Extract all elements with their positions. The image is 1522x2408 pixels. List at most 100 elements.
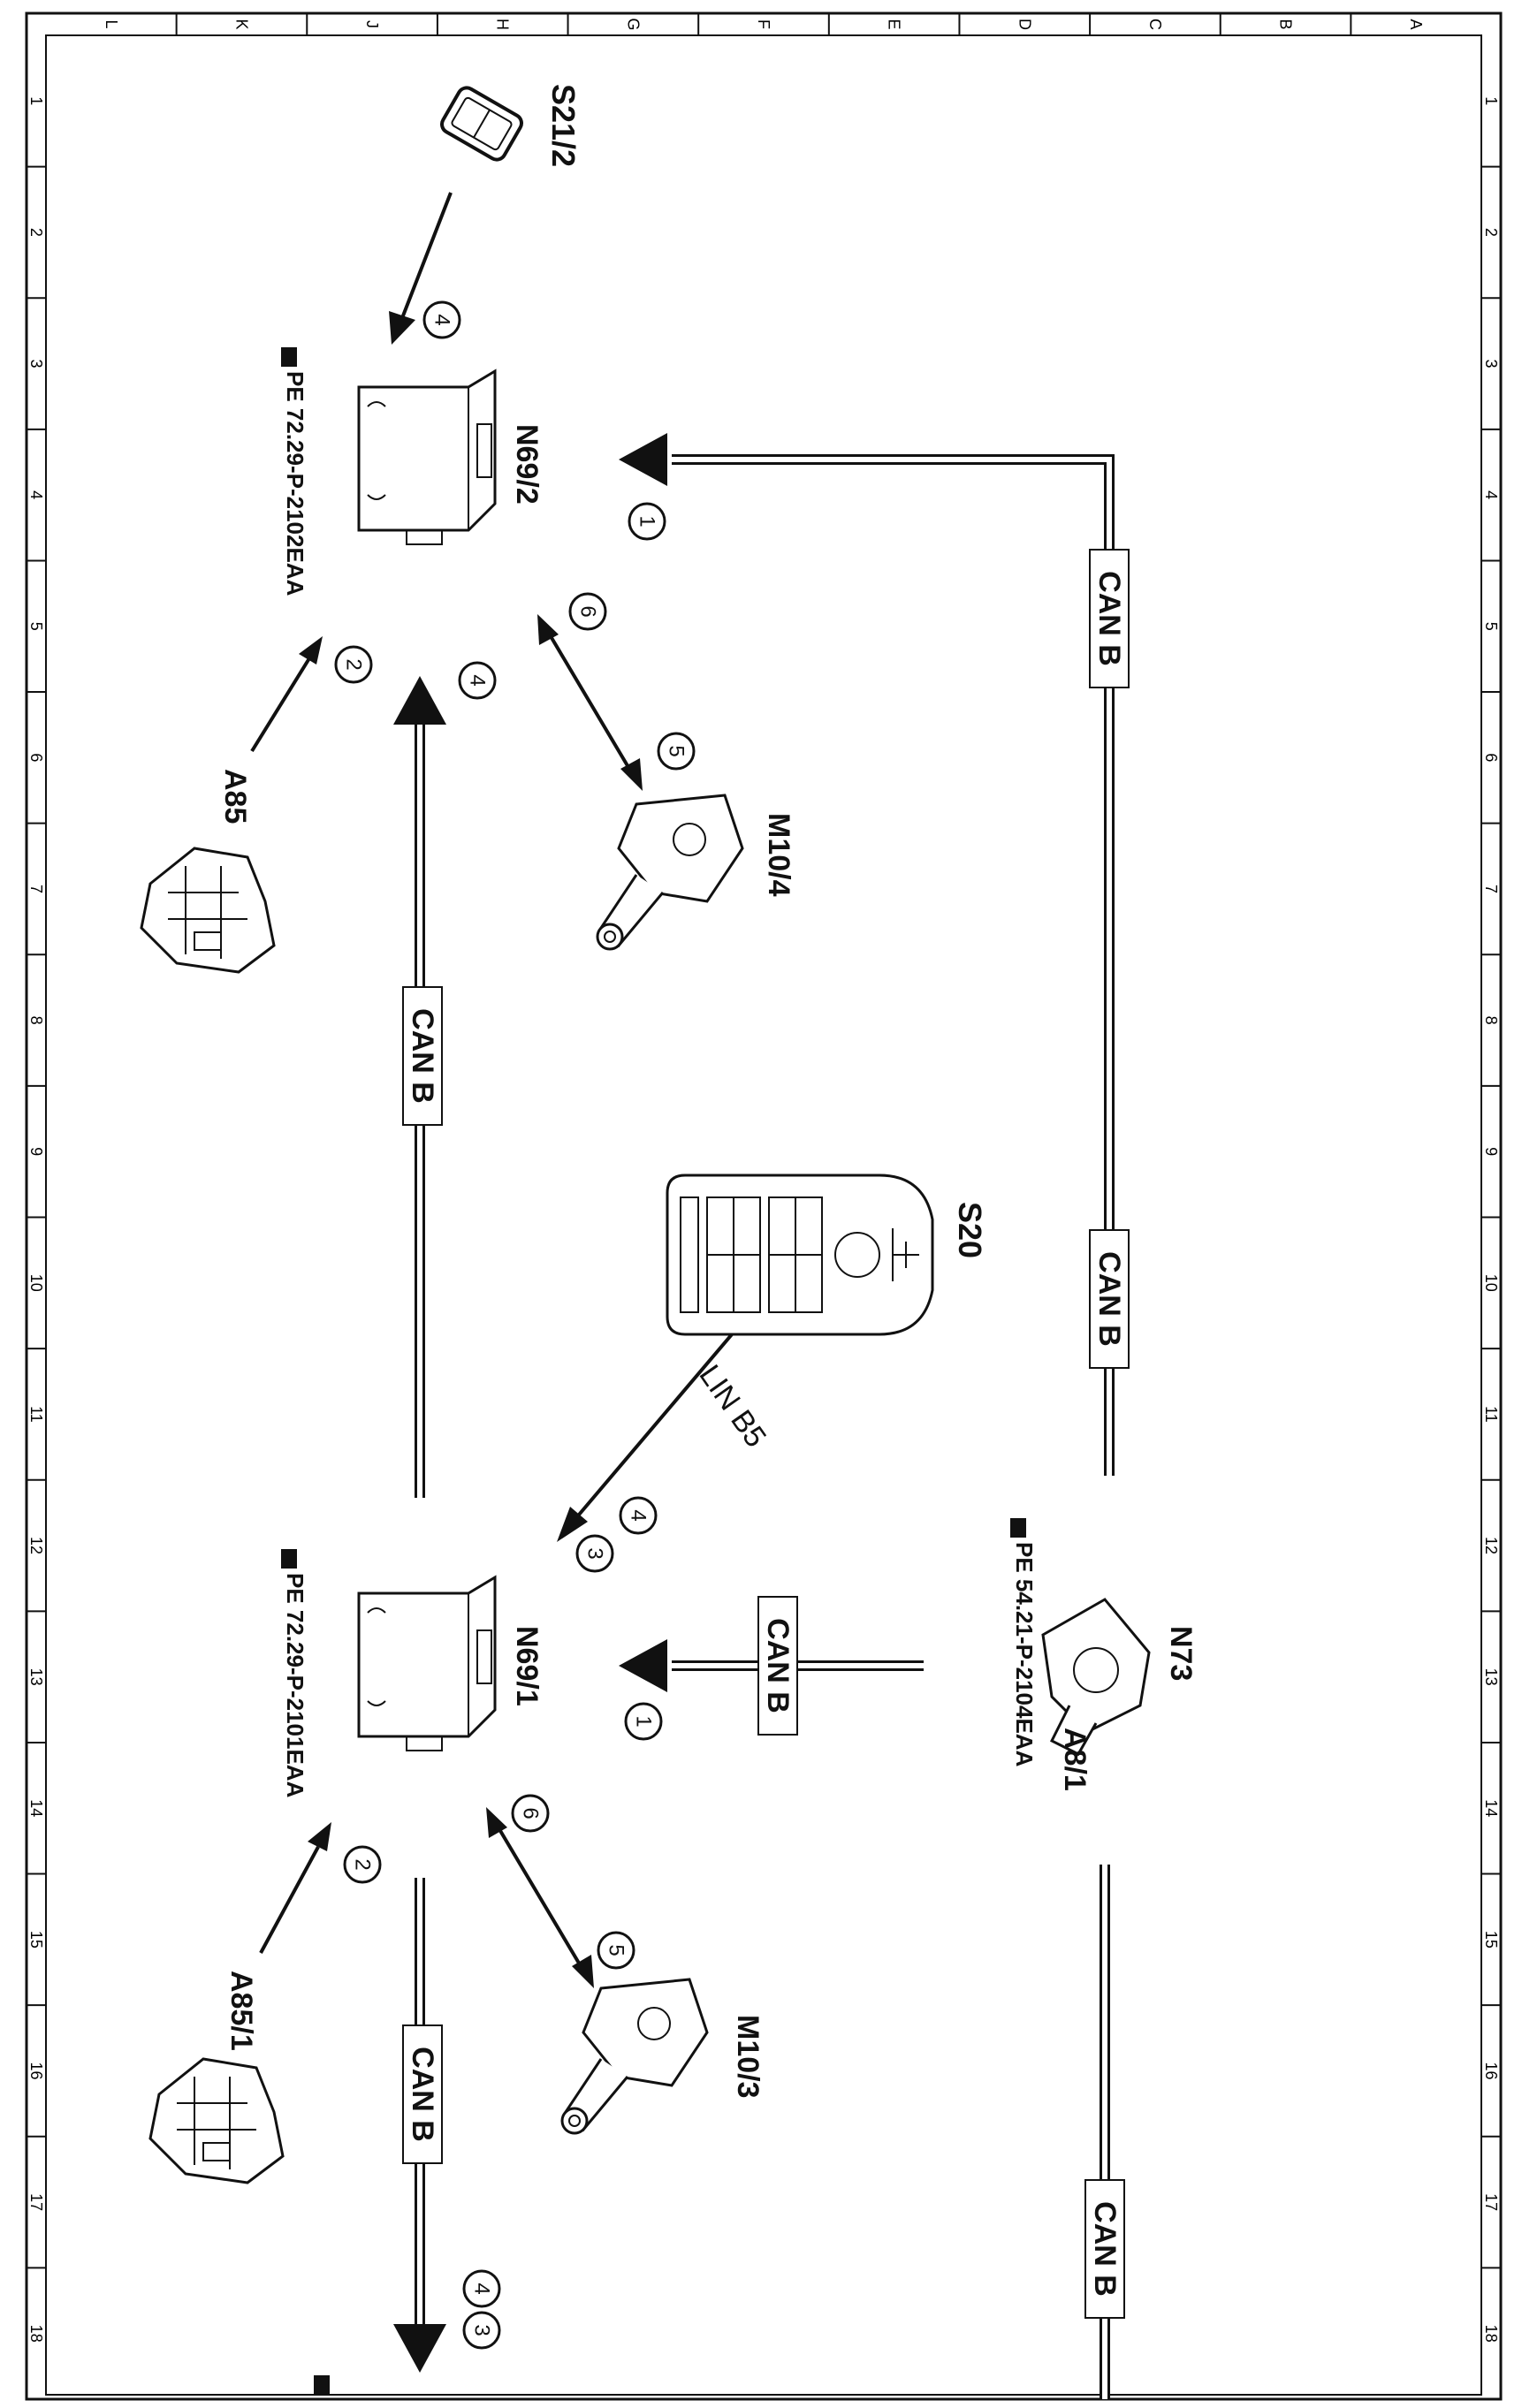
svg-text:5: 5 [605,1944,628,1956]
step-6-n69-2: 6 [568,592,607,631]
step-3-bottom: 3 [462,2311,501,2350]
column-label: C [1146,19,1164,30]
column-label: F [755,19,772,29]
svg-text:2: 2 [342,658,366,670]
column-label: K [232,19,250,29]
svg-text:4: 4 [627,1509,651,1521]
row-label-right: 18 [1482,2325,1500,2343]
row-label-right: 13 [1482,1668,1500,1686]
n69-2-module-icon [357,368,497,545]
can-b-label-4: CAN B [757,1596,798,1736]
svg-text:6: 6 [519,1807,543,1819]
row-label-left: 10 [27,1274,45,1292]
step-4-n69-2-bus: 4 [458,661,497,700]
column-label: A [1407,19,1425,29]
step-3-lin: 3 [575,1534,614,1573]
row-label-right: 6 [1482,753,1500,762]
a85-1-label: A85/1 [224,1971,258,2051]
n69-2-ref: PE 72.29-P-2102EAA [282,371,308,596]
inner-frame [45,34,1482,2396]
row-label-left: 4 [27,490,45,499]
arrow-s21-2-to-n69-2 [400,192,453,319]
outer-frame [25,11,1503,2401]
row-label-left: 5 [27,622,45,631]
row-label-right: 15 [1482,1931,1500,1948]
book-reference-icon [281,347,1026,2395]
svg-text:2: 2 [351,1858,375,1870]
svg-text:CAN B: CAN B [1092,1251,1126,1347]
m10-4-label: M10/4 [762,813,795,897]
row-label-left: 8 [27,1016,45,1025]
row-label-right: 17 [1482,2193,1500,2211]
column-label: G [624,18,642,30]
svg-text:6: 6 [576,605,600,617]
step-4-top: 4 [422,300,461,339]
row-label-left: 1 [27,96,45,105]
can-b-label-2: CAN B [1089,1229,1130,1369]
row-label-left: 3 [27,360,45,368]
column-label: E [886,19,903,29]
m10-4-motor-icon [596,794,744,951]
m10-3-label: M10/3 [731,2015,765,2099]
row-label-right: 2 [1482,228,1500,237]
row-label-left: 11 [27,1406,45,1423]
n73-ref: PE 54.21-P-2104EAA [1011,1542,1038,1767]
row-label-left: 12 [27,1537,45,1554]
row-label-right: 4 [1482,490,1500,499]
svg-text:3: 3 [470,2324,494,2336]
column-label: H [494,19,512,30]
svg-text:CAN B: CAN B [406,1008,439,1104]
lin-b5-arrowhead [557,1507,588,1542]
row-label-left: 13 [27,1668,45,1686]
lin-b5-line [573,1315,749,1522]
arrow-n69-1-m10-3 [495,1823,585,1972]
column-label: D [1016,19,1033,30]
row-label-left: 17 [27,2193,45,2211]
svg-text:CAN B: CAN B [406,2047,439,2142]
arrow-down-can-b [393,2324,446,2373]
arrow-to-n69-2-top [619,433,667,486]
column-label: B [1277,19,1295,29]
row-label-right: 10 [1482,1274,1500,1292]
step-4-lin: 4 [619,1496,658,1535]
svg-text:CAN B: CAN B [761,1618,795,1713]
step-2-n69-1: 2 [343,1845,382,1884]
can-b-label-5: CAN B [402,2024,443,2164]
arrow-n69-2-m10-4 [546,630,634,775]
s20-switch-panel-icon [666,1174,934,1336]
svg-text:4: 4 [430,314,454,325]
n73-label: N73 [1164,1626,1198,1681]
a85-label: A85 [218,769,252,824]
can-b-label-1: CAN B [1089,549,1130,688]
s21-2-label: S21/2 [545,84,582,167]
n69-1-module-icon [357,1575,497,1751]
a8-1-label: A8/1 [1058,1728,1092,1791]
row-label-left: 18 [27,2325,45,2343]
svg-text:1: 1 [632,1715,656,1727]
arrow-to-n69-1-top [619,1639,667,1692]
row-label-left: 16 [27,2062,45,2079]
n69-1-label: N69/1 [510,1626,544,1706]
row-label-right: 1 [1482,96,1500,105]
step-4-bottom: 4 [462,2269,501,2308]
lin-b5-label: LIN B5 [692,1359,772,1454]
a85-1-latch-icon [148,2057,285,2184]
row-label-left: 6 [27,753,45,762]
row-label-right: 8 [1482,1016,1500,1025]
row-label-right: 7 [1482,885,1500,893]
step-5-m10-4: 5 [657,732,696,771]
column-label: L [103,19,120,28]
arrow-a85-1-to-n69-1 [259,1846,320,1954]
step-2-n69-2: 2 [334,645,373,684]
svg-text:CAN B: CAN B [1092,571,1126,666]
svg-text:5: 5 [665,745,689,756]
row-label-left: 7 [27,885,45,893]
a85-latch-icon [140,847,276,974]
arrow-up-to-n69-2 [393,676,446,725]
svg-text:4: 4 [470,2283,494,2294]
row-label-right: 14 [1482,1799,1500,1817]
row-label-left: 14 [27,1799,45,1817]
svg-text:CAN B: CAN B [1088,2201,1122,2297]
